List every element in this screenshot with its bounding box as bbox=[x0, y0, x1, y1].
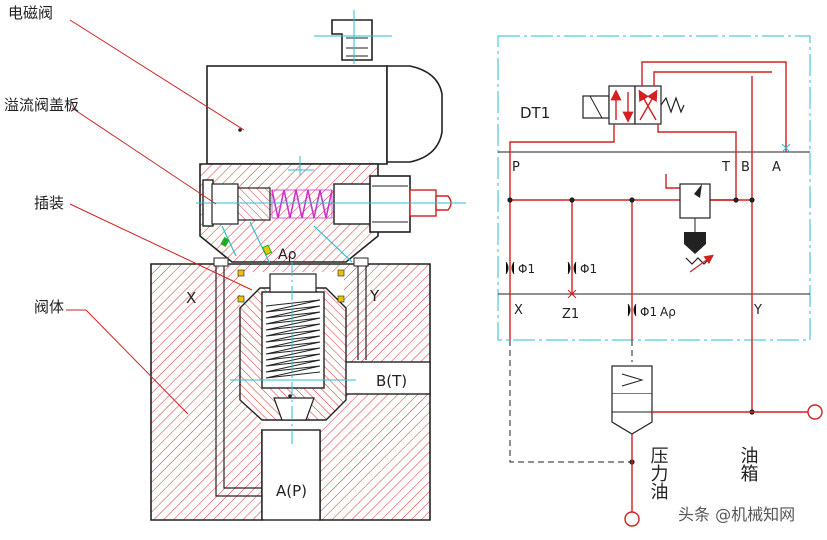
directional-valve-dt1 bbox=[582, 85, 685, 125]
adjusting-screw bbox=[333, 183, 371, 225]
watermark: 头条 @机械知网 bbox=[678, 505, 795, 524]
label-orifice-3-area: Aρ bbox=[660, 305, 676, 319]
label-t: T bbox=[721, 160, 730, 175]
label-y: Y bbox=[753, 303, 762, 318]
callout-cartridge: 插装 bbox=[34, 194, 64, 212]
main-spring bbox=[265, 299, 321, 379]
label-orifice-1: Φ1 bbox=[518, 262, 535, 276]
label-a: A bbox=[772, 160, 781, 175]
solenoid-coil-body bbox=[206, 65, 388, 165]
label-area-cover: Aρ bbox=[278, 247, 297, 263]
solenoid-end-cap bbox=[386, 65, 443, 163]
label-a-port: A(P) bbox=[276, 482, 307, 500]
pilot-relief-symbol bbox=[679, 183, 714, 273]
schematic-boundary bbox=[497, 35, 811, 341]
solenoid-connector bbox=[331, 19, 373, 61]
section-view: Aρ bbox=[4, 4, 466, 521]
label-pressure-oil: 压力油 bbox=[648, 446, 669, 500]
label-tank: 油箱 bbox=[738, 446, 759, 482]
label-b: B bbox=[741, 160, 750, 175]
solenoid-assembly bbox=[206, 10, 443, 165]
callout-relief-cover: 溢流阀盖板 bbox=[4, 96, 79, 114]
a-port-channel bbox=[261, 429, 321, 521]
label-b-port: B(T) bbox=[376, 372, 407, 390]
label-dt1: DT1 bbox=[520, 104, 550, 122]
relief-cover-plate: Aρ bbox=[196, 156, 466, 269]
callout-valve-body: 阀体 bbox=[34, 298, 64, 316]
cartridge-symbol bbox=[611, 365, 823, 527]
label-orifice-2: Φ1 bbox=[580, 262, 597, 276]
callout-leaders bbox=[66, 19, 253, 415]
label-x: X bbox=[514, 303, 523, 318]
label-x-port: X bbox=[186, 289, 196, 307]
tank-port-circle bbox=[807, 404, 823, 420]
hydraulic-schematic: DT1 bbox=[497, 35, 823, 527]
pilot-poppet bbox=[237, 187, 271, 221]
label-p: P bbox=[512, 160, 520, 175]
valve-body: X Y B(T) A(P) bbox=[150, 257, 431, 521]
label-z1: Z1 bbox=[562, 307, 579, 322]
pressure-port-circle bbox=[624, 511, 640, 527]
label-y-port: Y bbox=[369, 287, 380, 305]
label-orifice-3: Φ1 bbox=[640, 305, 657, 319]
callout-solenoid-valve: 电磁阀 bbox=[8, 4, 53, 22]
orifices bbox=[505, 143, 791, 317]
